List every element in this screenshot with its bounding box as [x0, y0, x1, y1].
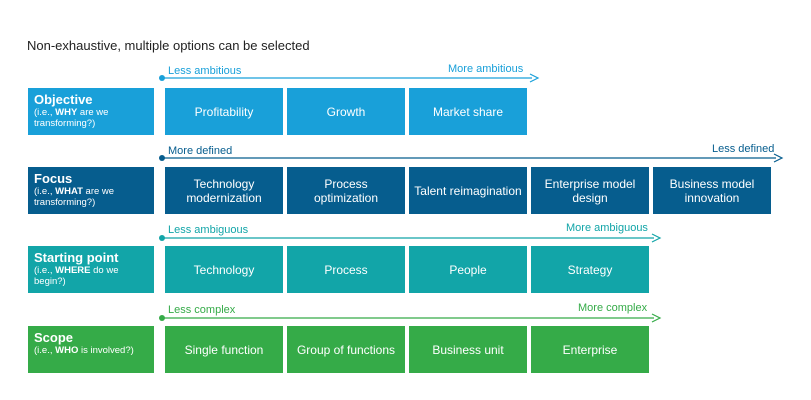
scope-label-box: Scope (i.e., WHO is involved?)	[28, 326, 154, 373]
focus-arrow	[158, 153, 786, 163]
scope-right-label: More complex	[578, 302, 648, 314]
objective-arrow	[158, 73, 542, 83]
focus-option-talent-reimagination[interactable]: Talent reimagination	[409, 167, 527, 214]
objective-label-box: Objective (i.e., WHY are we transforming…	[28, 88, 154, 135]
starting-point-option-strategy[interactable]: Strategy	[531, 246, 649, 293]
subtitle: Non-exhaustive, multiple options can be …	[27, 38, 310, 53]
starting-point-option-technology[interactable]: Technology	[165, 246, 283, 293]
starting-point-arrow	[158, 233, 664, 243]
scope-option-business-unit[interactable]: Business unit	[409, 326, 527, 373]
starting-point-subtitle: (i.e., WHERE do we begin?)	[34, 265, 119, 287]
starting-point-title: Starting point	[34, 250, 119, 265]
focus-option-enterprise-model-design[interactable]: Enterprise model design	[531, 167, 649, 214]
focus-right-label: Less defined	[712, 143, 775, 155]
starting-point-right-label: More ambiguous	[566, 222, 648, 234]
scope-subtitle: (i.e., WHO is involved?)	[34, 345, 134, 356]
starting-point-left-label: Less ambiguous	[168, 224, 249, 236]
objective-option-growth[interactable]: Growth	[287, 88, 405, 135]
focus-label-box: Focus (i.e., WHAT are we transforming?)	[28, 167, 154, 214]
objective-left-label: Less ambitious	[168, 65, 242, 77]
focus-left-label: More defined	[168, 145, 233, 157]
focus-subtitle: (i.e., WHAT are we transforming?)	[34, 186, 115, 208]
scope-option-single-function[interactable]: Single function	[165, 326, 283, 373]
scope-option-group-of-functions[interactable]: Group of functions	[287, 326, 405, 373]
starting-point-option-people[interactable]: People	[409, 246, 527, 293]
starting-point-option-process[interactable]: Process	[287, 246, 405, 293]
objective-title: Objective	[34, 92, 93, 107]
objective-subtitle: (i.e., WHY are we transforming?)	[34, 107, 109, 129]
focus-title: Focus	[34, 171, 73, 186]
scope-left-label: Less complex	[168, 304, 236, 316]
scope-title: Scope	[34, 330, 74, 345]
focus-option-business-model-innovation[interactable]: Business model innovation	[653, 167, 771, 214]
objective-option-profitability[interactable]: Profitability	[165, 88, 283, 135]
objective-right-label: More ambitious	[448, 63, 524, 75]
scope-option-enterprise[interactable]: Enterprise	[531, 326, 649, 373]
scope-arrow	[158, 313, 664, 323]
objective-option-market-share[interactable]: Market share	[409, 88, 527, 135]
starting-point-label-box: Starting point (i.e., WHERE do we begin?…	[28, 246, 154, 293]
focus-option-process-optimization[interactable]: Process optimization	[287, 167, 405, 214]
focus-option-technology-modernization[interactable]: Technology modernization	[165, 167, 283, 214]
